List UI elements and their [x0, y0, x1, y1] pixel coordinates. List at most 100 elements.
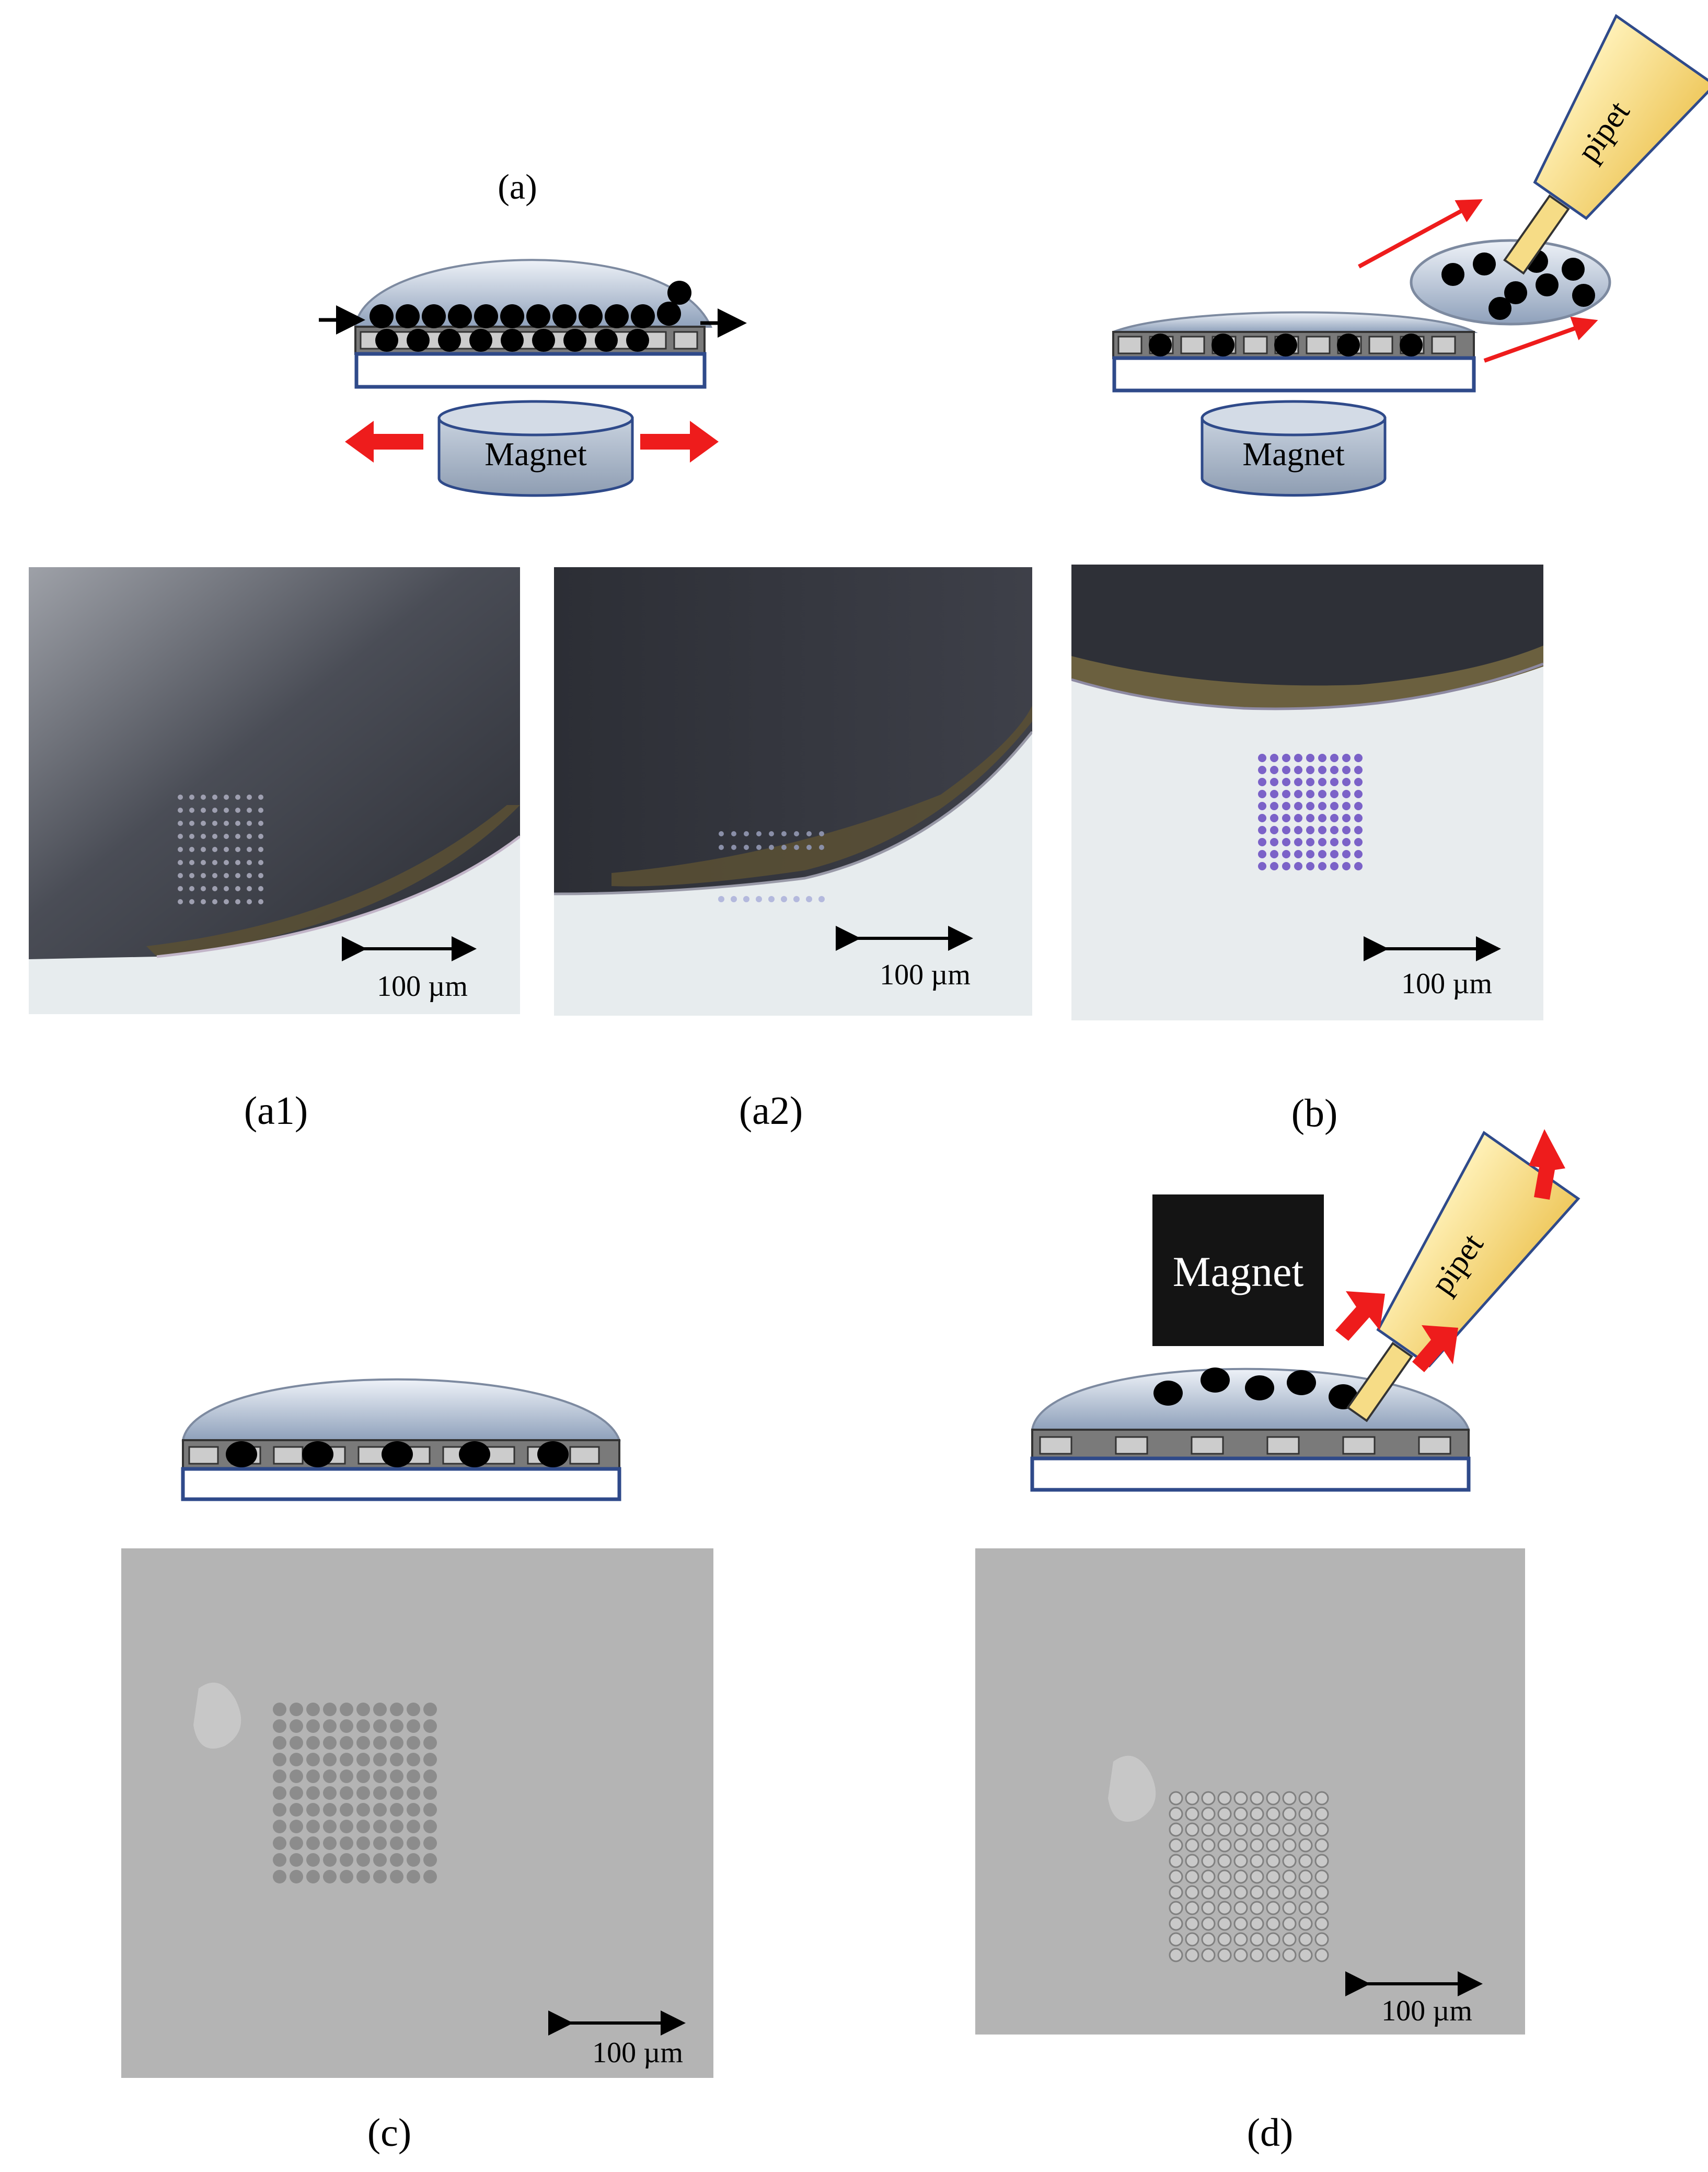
- microwell: [235, 834, 240, 839]
- substrate-b: [1112, 356, 1476, 393]
- microwell: [1266, 1916, 1280, 1931]
- microwell: [390, 1786, 403, 1800]
- microwell: [373, 1719, 387, 1733]
- microwell: [1342, 766, 1351, 774]
- pipet-body-b: [1533, 14, 1708, 220]
- microwell: [1298, 1948, 1313, 1962]
- pipet-droplet-b: [1410, 239, 1611, 326]
- microwell: [224, 860, 229, 865]
- microwell: [407, 1769, 420, 1783]
- microwell: [306, 1753, 320, 1766]
- microwell: [201, 795, 206, 800]
- microwell: [1169, 1822, 1183, 1837]
- microwell: [1250, 1932, 1264, 1947]
- microwell: [1185, 1885, 1199, 1900]
- microwell: [1282, 1885, 1297, 1900]
- microwell: [290, 1736, 303, 1750]
- microwell: [1201, 1885, 1216, 1900]
- microwell: [1282, 1869, 1297, 1884]
- bead: [1488, 297, 1511, 320]
- microwell: [1330, 862, 1338, 870]
- microwell: [247, 899, 252, 904]
- microwell: [1258, 826, 1266, 834]
- microwell: [1330, 850, 1338, 858]
- microwell: [290, 1786, 303, 1800]
- microwell: [407, 1719, 420, 1733]
- microwell: [1233, 1869, 1248, 1884]
- microwell: [390, 1820, 403, 1833]
- microwell: [1201, 1948, 1216, 1962]
- microwell: [794, 845, 799, 850]
- bead: [1274, 334, 1297, 357]
- microwell-grid-d: [1169, 1791, 1329, 1962]
- microwell: [356, 1870, 370, 1883]
- bead: [1562, 258, 1585, 281]
- microwell: [1270, 814, 1278, 822]
- microwell: [340, 1753, 353, 1766]
- microwell: [178, 808, 183, 813]
- microwell: [1258, 850, 1266, 858]
- microwell: [373, 1753, 387, 1766]
- microwell: [306, 1786, 320, 1800]
- microwell: [1330, 814, 1338, 822]
- schematic-b: Magnet pipet: [1112, 14, 1708, 497]
- microwell: [423, 1836, 437, 1850]
- microwell: [323, 1719, 337, 1733]
- microwell: [1294, 850, 1302, 858]
- microwell: [290, 1820, 303, 1833]
- microwell: [356, 1836, 370, 1850]
- microwell: [1217, 1807, 1232, 1821]
- magnet-label-a: Magnet: [484, 435, 587, 473]
- cell: [1431, 336, 1456, 354]
- microwell: [806, 831, 812, 836]
- microwell: [1318, 850, 1326, 858]
- microwell: [1282, 814, 1290, 822]
- microwell: [1306, 754, 1314, 762]
- microwell: [1250, 1916, 1264, 1931]
- microwell: [1298, 1901, 1313, 1915]
- red-arrow-d-top: [1529, 1129, 1565, 1200]
- microwell: [247, 821, 252, 826]
- microwell: [1169, 1869, 1183, 1884]
- microwell: [1282, 838, 1290, 846]
- microwell: [1217, 1838, 1232, 1853]
- microwell: [1250, 1885, 1264, 1900]
- microwell: [1282, 802, 1290, 810]
- microwell: [1330, 754, 1338, 762]
- microwell: [407, 1786, 420, 1800]
- microwell: [1282, 754, 1290, 762]
- microwell: [356, 1736, 370, 1750]
- microwell: [235, 886, 240, 891]
- microwell: [1258, 814, 1266, 822]
- beads-c: [226, 1441, 569, 1467]
- microwell: [1266, 1838, 1280, 1853]
- microwell: [1233, 1901, 1248, 1915]
- microwell: [1233, 1948, 1248, 1962]
- microwell: [1201, 1807, 1216, 1821]
- microwell: [793, 896, 800, 902]
- microwell: [1233, 1791, 1248, 1806]
- bead: [563, 329, 586, 352]
- microwell: [1185, 1869, 1199, 1884]
- microwell: [290, 1753, 303, 1766]
- red-arrow-right: [640, 421, 719, 463]
- microwell: [1330, 838, 1338, 846]
- bead: [226, 1441, 257, 1467]
- microwell: [1201, 1791, 1216, 1806]
- microwell: [1201, 1869, 1216, 1884]
- microwell: [323, 1853, 337, 1867]
- microwell: [201, 873, 206, 878]
- cell: [1180, 336, 1205, 354]
- microwell: [1282, 826, 1290, 834]
- microwell: [201, 847, 206, 852]
- microwell: [390, 1719, 403, 1733]
- bead: [1337, 334, 1360, 357]
- microwell: [356, 1786, 370, 1800]
- microwell: [1282, 1932, 1297, 1947]
- microwell: [189, 860, 194, 865]
- microwell: [306, 1803, 320, 1817]
- microwell: [1354, 826, 1363, 834]
- microwell: [1318, 826, 1326, 834]
- pipet-tip-d: [1346, 1341, 1413, 1422]
- microwell-grid-a1: [178, 795, 263, 904]
